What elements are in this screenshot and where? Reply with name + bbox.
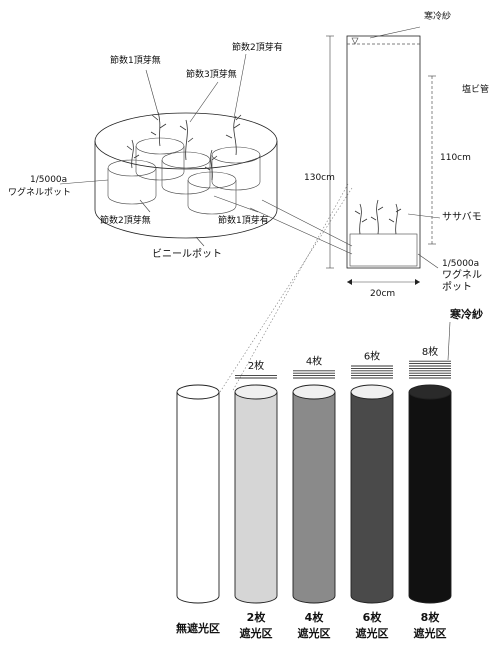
- cylinder-body: [408, 392, 452, 604]
- label-kanreisha-main: 寒冷紗: [449, 307, 483, 321]
- cylinder-top: [292, 384, 336, 400]
- label-20cm: 20cm: [370, 289, 395, 299]
- label-node2-no-bud: 節数2頂芽無: [100, 214, 151, 226]
- cylinder-name-line1: 8枚: [421, 610, 441, 624]
- water-level-marker: [351, 37, 359, 45]
- label-kanreisha-top: 寒冷紗: [424, 10, 451, 22]
- leader-kanreisha-main: [447, 321, 451, 361]
- leader-node3-bud: [189, 81, 219, 123]
- cylinder-body: [234, 392, 278, 604]
- label-pot-name-right-2: ポット: [442, 281, 472, 293]
- cylinder-name-line1: 6枚: [363, 610, 383, 624]
- label-130cm: 130cm: [304, 173, 335, 183]
- connector-lines: [219, 183, 353, 393]
- cylinder-body: [350, 392, 394, 604]
- label-node1-bud: 節数1頂芽有: [218, 214, 269, 226]
- leader-node1-no-bud: [145, 69, 159, 114]
- label-vinyl-pot: ビニールポット: [152, 248, 222, 260]
- label-110cm: 110cm: [440, 153, 471, 163]
- leader-node2-bud: [233, 53, 247, 119]
- pvc-pipe-illustration: [326, 26, 441, 285]
- cylinder-name-line2: 遮光区: [298, 626, 331, 640]
- label-node3-bud: 節数3頂芽無: [186, 68, 237, 80]
- cylinder-0: 無遮光区: [176, 384, 220, 635]
- label-pot-name-right-1: ワグネル: [442, 268, 482, 281]
- cylinder-name-line1: 4枚: [305, 610, 325, 624]
- vinyl-pot-illustration: [59, 53, 278, 247]
- cylinder-name-line2: 遮光区: [356, 626, 389, 640]
- cylinder-top: [234, 384, 278, 400]
- cylinder-body: [176, 392, 220, 604]
- cloth-count-label: 8枚: [422, 345, 438, 358]
- vinyl-pot-body: [94, 141, 278, 239]
- label-pot-ratio-left: 1/5000a: [30, 175, 67, 185]
- cloth-count-label: 4枚: [306, 354, 322, 367]
- cylinder-name-line1: 2枚: [247, 610, 267, 624]
- inner-wagner-pot: [349, 233, 418, 267]
- label-sasabamo: ササバモ: [442, 211, 482, 223]
- cylinder-top: [408, 384, 452, 400]
- label-pvc-pipe: 塩ビ管: [462, 83, 489, 95]
- cylinder-name-line2: 遮光区: [240, 626, 273, 640]
- leader-node1-bud: [213, 195, 259, 213]
- cloth-count-label: 6枚: [364, 350, 380, 363]
- leader-kanreisha-top: [369, 26, 421, 39]
- leader-pot-label: [59, 179, 109, 185]
- pipe-plants: [354, 199, 402, 235]
- label-pot-ratio-right: 1/5000a: [442, 259, 479, 269]
- leader-vinyl-pot: [195, 236, 205, 247]
- label-node1-no-bud: 節数1頂芽無: [110, 54, 161, 66]
- leader-pot-right: [417, 253, 439, 269]
- cylinder-name-line2: 遮光区: [414, 626, 447, 640]
- pvc-pipe: [346, 35, 421, 269]
- leader-plant: [407, 213, 441, 219]
- cylinder-top: [350, 384, 394, 400]
- cloth-count-label: 2枚: [248, 359, 264, 372]
- cylinder-name-line1: 無遮光区: [176, 621, 220, 635]
- label-node2-bud: 節数2頂芽有: [232, 41, 283, 53]
- leader-node2-no-bud: [139, 199, 151, 213]
- plant-sprigs: [126, 111, 242, 181]
- label-pot-name-left: ワグネルポット: [8, 186, 71, 198]
- cylinder-top: [176, 384, 220, 400]
- cylinder-body: [292, 392, 336, 604]
- wagner-pot-back-left: [135, 137, 185, 181]
